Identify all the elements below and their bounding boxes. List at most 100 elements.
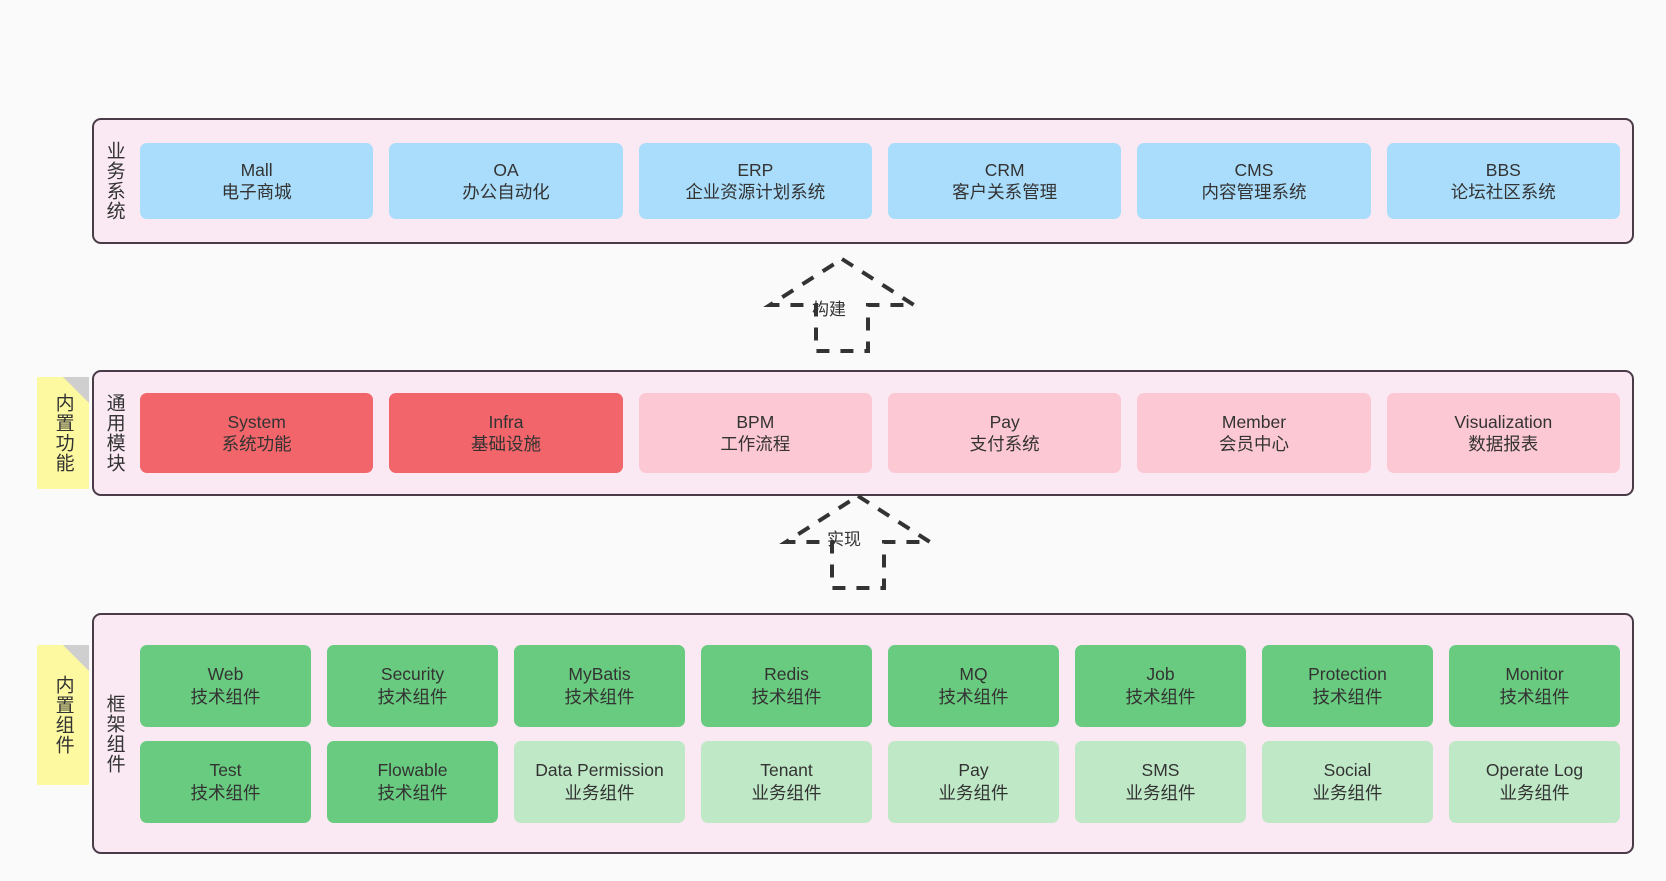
node-title: Pay <box>989 411 1020 432</box>
node-subtitle: 技术组件 <box>751 686 822 707</box>
sticky-note-builtin-features: 内置功能 <box>37 377 89 489</box>
node-sms[interactable]: SMS 业务组件 <box>1075 740 1246 823</box>
layer-body-framework: Web 技术组件 Security 技术组件 MyBatis 技术组件 Redi… <box>134 615 1632 852</box>
node-subtitle: 业务组件 <box>564 782 635 803</box>
layer-business-systems: 业务系统 Mall 电子商城 OA 办公自动化 ERP 企业资源计划系统 CRM… <box>92 118 1634 244</box>
node-subtitle: 支付系统 <box>969 434 1040 454</box>
node-subtitle: 业务组件 <box>938 782 1009 803</box>
node-crm[interactable]: CRM 客户关系管理 <box>887 143 1122 219</box>
node-subtitle: 论坛社区系统 <box>1450 182 1556 202</box>
arrow-label-build: 构建 <box>812 300 846 319</box>
node-subtitle: 工作流程 <box>720 434 791 454</box>
node-web[interactable]: Web 技术组件 <box>140 644 311 727</box>
layer-title-modules: 通用模块 <box>103 393 125 473</box>
node-cms[interactable]: CMS 内容管理系统 <box>1137 143 1371 219</box>
node-mybatis[interactable]: MyBatis 技术组件 <box>514 644 685 727</box>
node-subtitle: 系统功能 <box>221 434 292 454</box>
node-title: Operate Log <box>1485 760 1584 781</box>
layer-title-business: 业务系统 <box>103 141 125 221</box>
node-mall[interactable]: Mall 电子商城 <box>140 143 374 219</box>
node-subtitle: 业务组件 <box>1499 782 1570 803</box>
layer-title-framework: 框架组件 <box>103 693 125 774</box>
node-subtitle: 电子商城 <box>221 182 292 202</box>
node-subtitle: 技术组件 <box>377 686 448 707</box>
node-title: System <box>227 411 286 432</box>
node-monitor[interactable]: Monitor 技术组件 <box>1449 644 1620 727</box>
row: Test 技术组件 Flowable 技术组件 Data Permission … <box>140 740 1620 823</box>
node-security[interactable]: Security 技术组件 <box>327 644 498 727</box>
row: System 系统功能 Infra 基础设施 BPM 工作流程 Pay 支付系统… <box>140 393 1620 473</box>
node-title: Data Permission <box>535 760 664 781</box>
arrow-implement-icon <box>779 493 937 590</box>
node-title: SMS <box>1141 760 1180 781</box>
node-title: Protection <box>1308 664 1387 685</box>
node-subtitle: 内容管理系统 <box>1201 182 1307 202</box>
node-subtitle: 技术组件 <box>190 782 261 803</box>
uml-generalization-arrow-build <box>762 255 922 355</box>
node-operate-log[interactable]: Operate Log 业务组件 <box>1449 740 1620 823</box>
node-subtitle: 技术组件 <box>938 686 1009 707</box>
node-flowable[interactable]: Flowable 技术组件 <box>327 740 498 823</box>
node-title: Visualization <box>1454 411 1553 432</box>
node-subtitle: 企业资源计划系统 <box>685 182 826 202</box>
node-title: Test <box>209 760 242 781</box>
node-title: Pay <box>958 760 989 781</box>
row: Mall 电子商城 OA 办公自动化 ERP 企业资源计划系统 CRM 客户关系… <box>140 143 1620 219</box>
node-protection[interactable]: Protection 技术组件 <box>1262 644 1433 727</box>
node-pay-component[interactable]: Pay 业务组件 <box>888 740 1059 823</box>
node-title: Security <box>380 664 445 685</box>
node-subtitle: 业务组件 <box>1125 782 1196 803</box>
node-subtitle: 技术组件 <box>377 782 448 803</box>
node-subtitle: 会员中心 <box>1218 434 1289 454</box>
node-title: BPM <box>736 411 775 432</box>
node-title: Member <box>1221 411 1287 432</box>
page-fold-icon <box>63 377 89 403</box>
node-title: Monitor <box>1505 664 1564 685</box>
node-title: Job <box>1146 664 1175 685</box>
node-subtitle: 技术组件 <box>190 686 261 707</box>
node-title: Redis <box>764 664 809 685</box>
node-subtitle: 客户关系管理 <box>952 182 1058 202</box>
node-data-permission[interactable]: Data Permission 业务组件 <box>514 740 685 823</box>
node-subtitle: 办公自动化 <box>462 182 550 202</box>
node-bpm[interactable]: BPM 工作流程 <box>638 393 872 473</box>
node-visualization[interactable]: Visualization 数据报表 <box>1386 393 1620 473</box>
arrow-label-implement: 实现 <box>827 530 861 549</box>
node-title: MQ <box>959 664 988 685</box>
row: Web 技术组件 Security 技术组件 MyBatis 技术组件 Redi… <box>140 644 1620 727</box>
node-subtitle: 数据报表 <box>1468 434 1539 454</box>
node-test[interactable]: Test 技术组件 <box>140 740 311 823</box>
node-oa[interactable]: OA 办公自动化 <box>389 143 623 219</box>
node-system[interactable]: System 系统功能 <box>140 393 374 473</box>
node-redis[interactable]: Redis 技术组件 <box>701 644 872 727</box>
node-subtitle: 业务组件 <box>1312 782 1383 803</box>
node-subtitle: 技术组件 <box>1312 686 1383 707</box>
node-mq[interactable]: MQ 技术组件 <box>888 644 1059 727</box>
node-title: Tenant <box>760 760 813 781</box>
node-title: OA <box>493 159 519 180</box>
node-erp[interactable]: ERP 企业资源计划系统 <box>638 143 872 219</box>
layer-body-modules: System 系统功能 Infra 基础设施 BPM 工作流程 Pay 支付系统… <box>134 372 1632 494</box>
note-label: 内置功能 <box>52 393 74 473</box>
node-subtitle: 技术组件 <box>564 686 635 707</box>
node-title: ERP <box>737 159 774 180</box>
page-fold-icon <box>63 645 89 671</box>
node-tenant[interactable]: Tenant 业务组件 <box>701 740 872 823</box>
node-infra[interactable]: Infra 基础设施 <box>389 393 623 473</box>
node-title: Mall <box>240 159 273 180</box>
node-title: Web <box>207 664 244 685</box>
node-subtitle: 技术组件 <box>1125 686 1196 707</box>
node-social[interactable]: Social 业务组件 <box>1262 740 1433 823</box>
node-bbs[interactable]: BBS 论坛社区系统 <box>1386 143 1620 219</box>
node-pay[interactable]: Pay 支付系统 <box>887 393 1122 473</box>
node-title: CRM <box>984 159 1025 180</box>
node-title: BBS <box>1485 159 1521 180</box>
node-title: MyBatis <box>568 664 631 685</box>
layer-framework-components: 框架组件 Web 技术组件 Security 技术组件 MyBatis 技术组件… <box>92 613 1634 854</box>
node-job[interactable]: Job 技术组件 <box>1075 644 1246 727</box>
uml-generalization-arrow-implement <box>778 492 938 592</box>
node-member[interactable]: Member 会员中心 <box>1137 393 1371 473</box>
node-title: CMS <box>1234 159 1274 180</box>
arrow-build-icon <box>763 256 921 353</box>
